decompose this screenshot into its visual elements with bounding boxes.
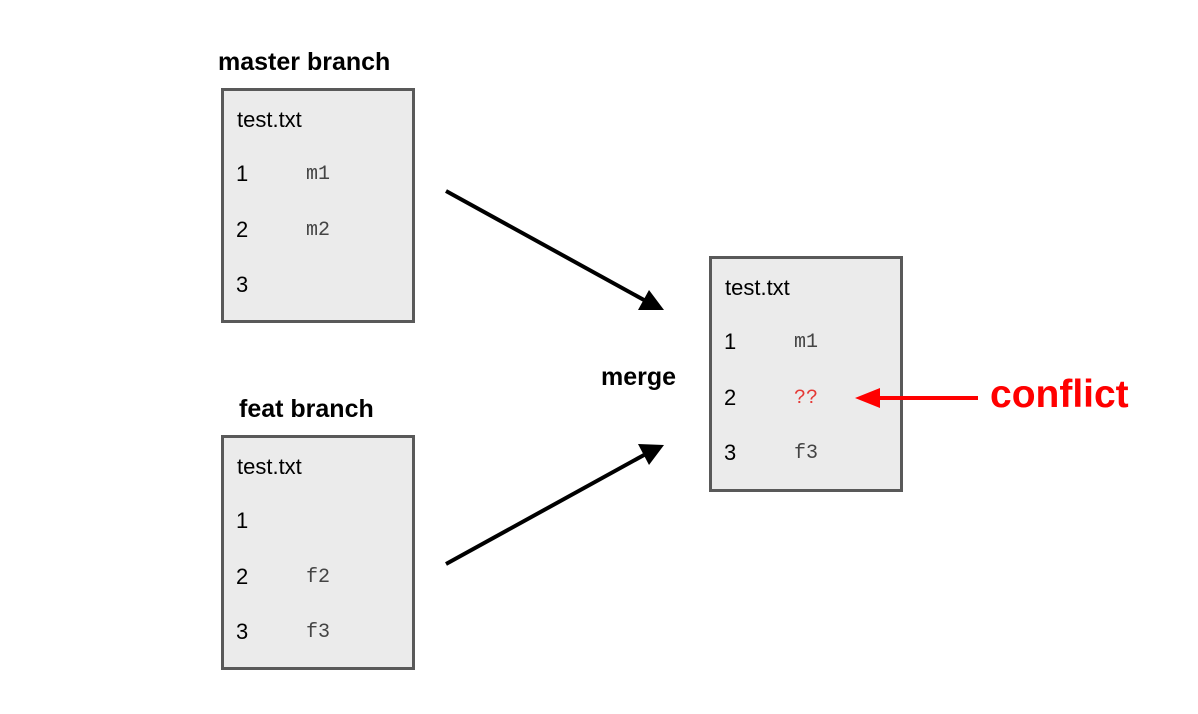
- line-content: f3: [306, 621, 331, 644]
- line-number: 1: [724, 329, 737, 354]
- line-number: 2: [724, 385, 737, 410]
- file-line: 2 m2: [236, 217, 406, 247]
- line-number: 3: [236, 619, 249, 644]
- line-number: 3: [724, 440, 737, 465]
- line-content: f3: [794, 442, 819, 465]
- file-line: 2 ??: [724, 385, 894, 415]
- conflict-line-content: ??: [794, 387, 819, 410]
- line-content: f2: [306, 566, 331, 589]
- line-content: m2: [306, 219, 331, 242]
- line-number: 3: [236, 272, 249, 297]
- file-line: 3 f3: [236, 619, 406, 649]
- file-line: 1 m1: [724, 329, 894, 359]
- file-line: 1 m1: [236, 161, 406, 191]
- line-number: 2: [236, 564, 249, 589]
- file-line: 3 f3: [724, 440, 894, 470]
- master-to-merge-arrow: [445, 189, 664, 310]
- feat-file-box: test.txt 1 2 f2 3 f3: [221, 435, 415, 670]
- master-file-box: test.txt 1 m1 2 m2 3: [221, 88, 415, 323]
- line-number: 1: [236, 508, 249, 533]
- feat-to-merge-arrow: [445, 444, 664, 566]
- line-content: m1: [306, 163, 331, 186]
- merge-file-box: test.txt 1 m1 2 ?? 3 f3: [709, 256, 903, 492]
- file-name: test.txt: [237, 454, 302, 479]
- conflict-label: conflict: [990, 373, 1129, 416]
- file-line: 1: [236, 508, 406, 538]
- feat-branch-title: feat branch: [239, 395, 374, 423]
- merge-title: merge: [601, 363, 677, 391]
- conflict-arrow: [855, 388, 978, 408]
- line-number: 1: [236, 161, 249, 186]
- file-line: 2 f2: [236, 564, 406, 594]
- line-content: m1: [794, 331, 819, 354]
- line-number: 2: [236, 217, 249, 242]
- file-name: test.txt: [237, 107, 302, 132]
- file-line: 3: [236, 272, 406, 302]
- master-branch-title: master branch: [218, 48, 391, 76]
- file-name: test.txt: [725, 275, 790, 300]
